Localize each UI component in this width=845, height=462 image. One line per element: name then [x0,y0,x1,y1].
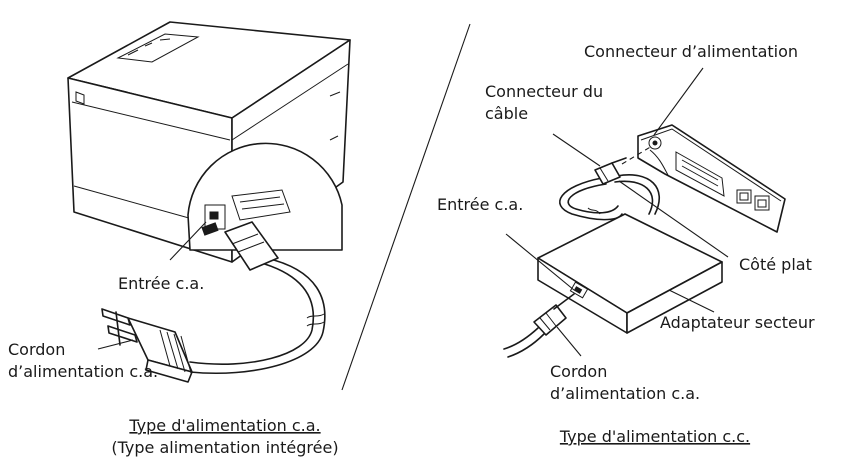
label-ac-inlet-left: Entrée c.a. [118,274,204,293]
ac-cord-right [503,293,575,358]
printer-rear-panel [637,124,786,233]
leader-power-connector [653,67,704,136]
label-cord-left-line1: Cordon [8,340,65,359]
dc-cable [559,157,661,221]
leader-cable-connector [552,133,601,167]
leader-cord-left [97,339,134,350]
label-cable-connector-line2: câble [485,104,528,123]
printer-illustration [67,21,351,263]
caption-ac-type: Type d'alimentation c.a. [128,416,320,435]
label-cord-right-line2: d’alimentation c.a. [550,384,700,403]
label-flat-side: Côté plat [739,255,812,274]
leader-adapter [668,289,715,313]
label-power-connector: Connecteur d’alimentation [584,42,798,61]
label-cable-connector-line1: Connecteur du [485,82,603,101]
ac-power-cord [101,221,326,383]
leader-ac-inlet-left [169,221,207,261]
leader-power-connector-dashed [621,145,653,165]
label-cord-left-line2: d’alimentation c.a. [8,362,158,381]
ac-power-illustration: Entrée c.a. Cordon d’alimentation c.a. T… [8,21,351,457]
leader-flat-side [618,180,729,258]
panel-divider [341,23,471,391]
label-adapter: Adaptateur secteur [660,313,815,332]
caption-ac-type-sub: (Type alimentation intégrée) [111,438,338,457]
label-cord-right-line1: Cordon [550,362,607,381]
leader-cord-right [556,326,582,357]
label-ac-inlet-right: Entrée c.a. [437,195,523,214]
dc-power-illustration: Connecteur d’alimentation Connecteur du … [437,42,815,446]
caption-dc-type: Type d'alimentation c.c. [559,427,750,446]
ac-adapter-illustration [537,213,723,334]
leader-ac-inlet-right [505,233,575,291]
